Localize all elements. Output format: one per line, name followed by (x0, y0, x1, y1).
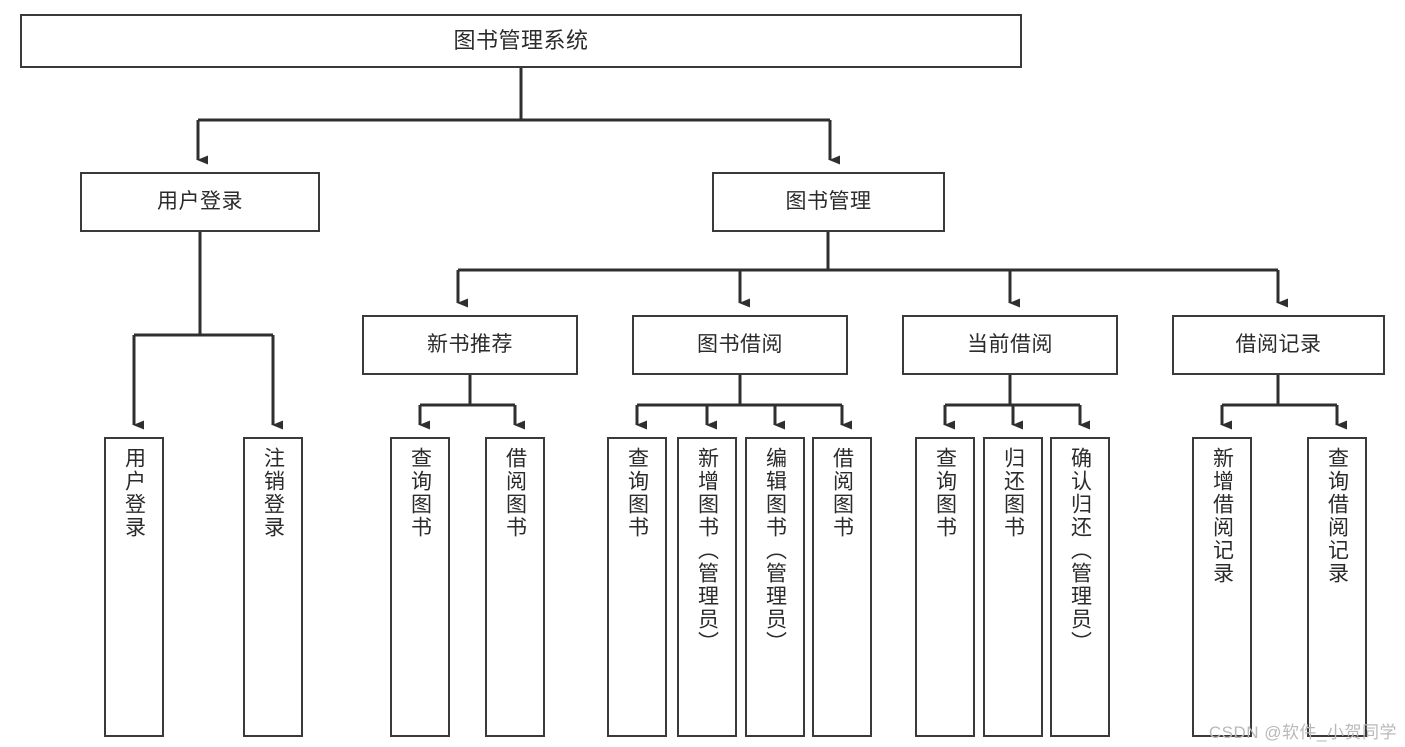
csdn-watermark: CSDN @软件_小贺同学 (1208, 723, 1397, 742)
node-new-book-recommendation[interactable]: 新书推荐 (362, 315, 578, 375)
node-label: 新增借阅记录 (1210, 447, 1234, 585)
node-label: 归还图书 (1001, 447, 1025, 539)
node-book-borrowing[interactable]: 图书借阅 (632, 315, 848, 375)
node-book-management[interactable]: 图书管理 (712, 172, 945, 232)
node-label: 新书推荐 (427, 332, 513, 356)
node-label: 当前借阅 (967, 332, 1053, 356)
leaf-confirm-return-admin[interactable]: 确认归还（管理员） (1050, 437, 1110, 737)
node-label: 图书管理 (785, 189, 872, 213)
node-label: 借阅图书 (830, 447, 854, 539)
node-label: 新增图书（管理员） (695, 447, 719, 654)
node-label: 借阅记录 (1235, 332, 1322, 356)
node-label: 查询借阅记录 (1325, 447, 1349, 585)
leaf-user-logout[interactable]: 注销登录 (243, 437, 303, 737)
leaf-edit-book-admin[interactable]: 编辑图书（管理员） (745, 437, 805, 737)
node-label: 编辑图书（管理员） (763, 447, 787, 654)
node-label: 图书借阅 (697, 332, 783, 356)
node-user-login[interactable]: 用户登录 (80, 172, 320, 232)
leaf-borrow-book-new-recommendation[interactable]: 借阅图书 (485, 437, 545, 737)
leaf-query-book-new-recommendation[interactable]: 查询图书 (390, 437, 450, 737)
node-label: 注销登录 (261, 447, 285, 539)
leaf-borrow-book-borrowing[interactable]: 借阅图书 (812, 437, 872, 737)
node-label: 借阅图书 (503, 447, 527, 539)
node-borrowing-record[interactable]: 借阅记录 (1172, 315, 1385, 375)
node-root-book-management-system[interactable]: 图书管理系统 (20, 14, 1022, 68)
leaf-query-book-current[interactable]: 查询图书 (915, 437, 975, 737)
node-label: 查询图书 (625, 447, 649, 539)
node-current-borrowing[interactable]: 当前借阅 (902, 315, 1118, 375)
node-label: 用户登录 (122, 447, 146, 539)
node-label: 查询图书 (933, 447, 957, 539)
leaf-query-borrowing-record[interactable]: 查询借阅记录 (1307, 437, 1367, 737)
leaf-return-book[interactable]: 归还图书 (983, 437, 1043, 737)
node-label: 查询图书 (408, 447, 432, 539)
node-label: 用户登录 (157, 189, 243, 213)
node-label: 确认归还（管理员） (1068, 447, 1092, 654)
leaf-add-borrowing-record[interactable]: 新增借阅记录 (1192, 437, 1252, 737)
leaf-query-book-borrowing[interactable]: 查询图书 (607, 437, 667, 737)
leaf-add-book-admin[interactable]: 新增图书（管理员） (677, 437, 737, 737)
leaf-user-login[interactable]: 用户登录 (104, 437, 164, 737)
node-label: 图书管理系统 (453, 28, 589, 54)
